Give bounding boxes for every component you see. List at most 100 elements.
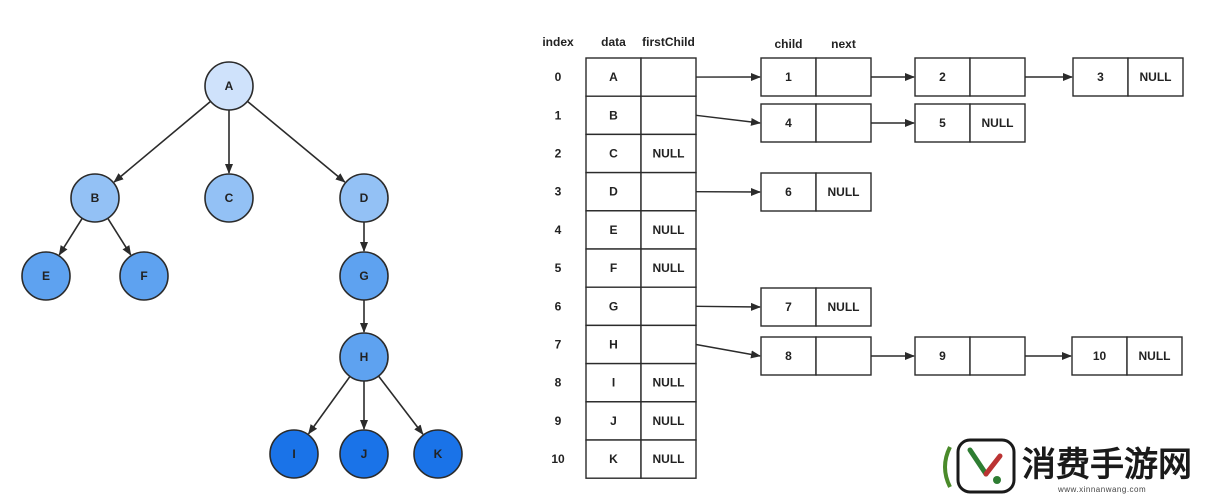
next-cell [969, 336, 1026, 376]
child-list-node: 9 [914, 336, 1026, 376]
leaf-check-logo-icon [943, 438, 1016, 494]
first-child-arrow [695, 343, 761, 359]
tree-node-label: G [359, 269, 368, 283]
tree-edges [58, 100, 424, 435]
watermark-title: 消费手游网 [1022, 445, 1192, 485]
first-child-cell [640, 57, 697, 97]
header-first-child: firstChild [642, 35, 695, 49]
data-cell-value: D [609, 185, 618, 199]
next-cell [815, 103, 872, 143]
tree-node-label: B [91, 191, 100, 205]
child-cell [760, 57, 817, 97]
next-cell-value: NULL [828, 185, 860, 199]
header-data: data [601, 35, 626, 49]
row-index: 3 [555, 185, 562, 199]
tree-node-b: B [70, 173, 120, 223]
tree-node-d: D [339, 173, 389, 223]
data-cell [585, 95, 642, 136]
child-list-row-3: 6 NULL [760, 172, 872, 212]
child-list-node: 3 NULL [1072, 57, 1184, 97]
first-child-cell [640, 95, 697, 136]
first-child-value: NULL [653, 147, 685, 161]
tree-edge-b-e [58, 217, 83, 256]
first-child-cell [640, 248, 697, 288]
tree-node-a: A [204, 61, 254, 111]
tree-node-label: D [360, 191, 369, 205]
tree-node-label: A [225, 79, 234, 93]
child-cell-value: 9 [939, 349, 946, 363]
row-index: 0 [555, 70, 562, 84]
data-cell-value: E [609, 223, 617, 237]
data-cell-value: H [609, 338, 618, 352]
next-cell-value: NULL [982, 116, 1014, 130]
row-index: 8 [555, 376, 562, 390]
first-child-arrow [695, 302, 761, 311]
tree-node-circle [339, 332, 389, 382]
child-cell-value: 3 [1097, 70, 1104, 84]
next-cell [815, 57, 872, 97]
child-cell [1072, 57, 1129, 97]
data-cell-value: K [609, 452, 618, 466]
tree-node-circle [413, 429, 463, 479]
header-next: next [831, 37, 856, 51]
data-cell-value: B [609, 108, 618, 122]
tree-node-circle [21, 251, 71, 301]
first-child-value: NULL [653, 452, 685, 466]
tree-node-circle [204, 61, 254, 111]
next-cell-value: NULL [1140, 70, 1172, 84]
child-cell [760, 172, 817, 212]
tree-edge-a-d [246, 100, 346, 183]
data-cell [585, 57, 642, 97]
tree-node-label: F [140, 269, 147, 283]
first-child-cell [640, 439, 697, 479]
data-cell-value: J [610, 414, 617, 428]
tree-edge-a-b [113, 100, 212, 183]
next-cell [1126, 336, 1183, 376]
tree-edge-b-f [107, 217, 132, 256]
first-child-cell [640, 324, 697, 365]
next-cell [815, 287, 872, 327]
data-cell-value: G [609, 299, 618, 313]
next-cell [815, 336, 872, 376]
tree-node-label: C [225, 191, 234, 205]
first-child-value: NULL [653, 261, 685, 275]
first-child-cell [640, 210, 697, 250]
row-index: 4 [555, 223, 562, 237]
child-cell-value: 10 [1093, 349, 1107, 363]
first-child-cell [640, 171, 697, 212]
child-cell-value: 6 [785, 185, 792, 199]
header-index: index [542, 35, 574, 49]
child-list-node: 4 [760, 103, 872, 143]
table-row: 10 K NULL [551, 439, 697, 479]
tree-node-j: J [339, 429, 389, 479]
child-cell [914, 103, 971, 143]
tree-node-k: K [413, 429, 463, 479]
table-row: 9 J NULL [555, 401, 697, 441]
tree-node-label: H [360, 350, 369, 364]
child-list-node: 8 [760, 336, 872, 376]
first-child-cell [640, 286, 697, 327]
child-list-node: 5 NULL [914, 103, 1026, 143]
data-cell-value: I [612, 376, 615, 390]
row-index: 9 [555, 414, 562, 428]
child-list-arrows [695, 73, 1073, 360]
child-cell-value: 5 [939, 116, 946, 130]
row-index: 5 [555, 261, 562, 275]
first-child-value: NULL [653, 414, 685, 428]
child-cell-value: 1 [785, 70, 792, 84]
row-index: 10 [551, 452, 565, 466]
